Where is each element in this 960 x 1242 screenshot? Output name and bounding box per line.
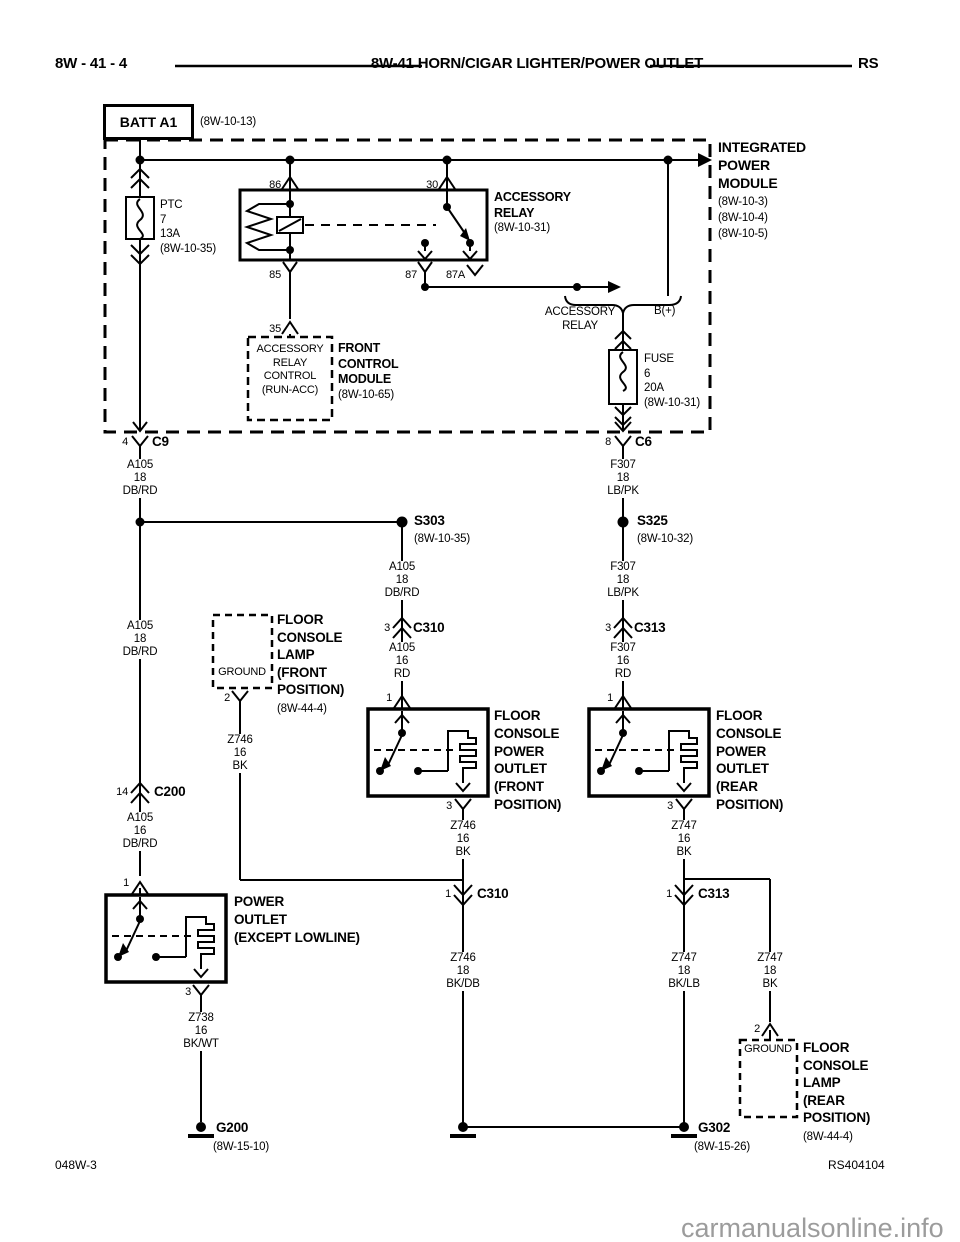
footer-sheet-code: 048W-3 [55, 1158, 97, 1172]
splice-s303-ref: (8W-10-35) [414, 533, 470, 545]
wire-label: F307 18 LB/PK [605, 561, 641, 600]
ipm-refs: (8W-10-3) (8W-10-4) (8W-10-5) [718, 196, 768, 240]
wire-label: F307 16 RD [608, 642, 638, 681]
fcm-label: FRONT CONTROL MODULE [338, 341, 399, 386]
outlet-rear-label: FLOOR CONSOLE POWER OUTLET (REAR POSITIO… [716, 708, 784, 812]
wire-label: Z738 16 BK/WT [181, 1012, 221, 1051]
connector-c313-top-name: C313 [634, 620, 666, 635]
connector-c313-bottom-name: C313 [698, 886, 730, 901]
wire-label: A105 18 DB/RD [120, 620, 160, 659]
battery-feed-box: BATT A1 [103, 104, 194, 140]
relay-pin-85: 85 [269, 269, 281, 281]
outlet-rear-pin-3: 3 [667, 800, 673, 812]
ground-g200-name: G200 [216, 1120, 249, 1135]
wire-label: Z747 18 BK/LB [666, 952, 702, 991]
ground-g200-ref: (8W-15-10) [213, 1141, 269, 1153]
connector-c200-pin: 14 [116, 786, 128, 798]
connector-c310-top-name: C310 [413, 620, 445, 635]
outlet-main-pin-3: 3 [185, 986, 191, 998]
footer-drawing-code: RS404104 [828, 1158, 885, 1172]
lamp-front-label: FLOOR CONSOLE LAMP (FRONT POSITION) [277, 612, 345, 698]
lamp-rear-ground-label: GROUND [744, 1043, 792, 1055]
connector-c313-bottom-pin: 1 [666, 888, 672, 900]
feed-accessory-relay-label: ACCESSORY RELAY [544, 306, 616, 332]
feed-bplus-label: B(+) [654, 305, 676, 317]
lamp-front-pin-2: 2 [224, 692, 230, 704]
wire-label: Z747 18 BK [755, 952, 785, 991]
connector-c310-top-pin: 3 [384, 622, 390, 634]
outlet-front-label: FLOOR CONSOLE POWER OUTLET (FRONT POSITI… [494, 708, 562, 812]
splice-s325-ref: (8W-10-32) [637, 533, 693, 545]
outlet-front-pin-1: 1 [386, 692, 392, 704]
wire-label: A105 16 RD [386, 642, 418, 681]
fuse-label: FUSE 6 20A (8W-10-31) [644, 353, 700, 409]
lamp-front-ref: (8W-44-4) [277, 703, 327, 715]
ipm-title: INTEGRATED POWER MODULE [718, 139, 806, 191]
wire-label: Z747 16 BK [669, 820, 699, 859]
battery-feed-ref: (8W-10-13) [200, 116, 256, 128]
outlet-main-label: POWER OUTLET (EXCEPT LOWLINE) [234, 894, 360, 945]
page-number: 8W - 41 - 4 [55, 55, 127, 72]
connector-c200-name: C200 [154, 784, 186, 799]
relay-pin-86: 86 [269, 179, 281, 191]
relay-pin-87a: 87A [446, 269, 465, 281]
lamp-front-ground-label: GROUND [218, 666, 266, 678]
outlet-main-pin-1: 1 [123, 877, 129, 889]
accessory-relay-ref: (8W-10-31) [494, 222, 550, 234]
ptc-label: PTC 7 13A (8W-10-35) [160, 199, 216, 255]
fcm-ref: (8W-10-65) [338, 389, 394, 401]
platform-code: RS [858, 55, 879, 72]
watermark: carmanualsonline.info [681, 1213, 944, 1242]
connector-c313-top-pin: 3 [605, 622, 611, 634]
lamp-rear-ref: (8W-44-4) [803, 1131, 853, 1143]
connector-c9-pin: 4 [122, 436, 128, 448]
wire-label: F307 18 LB/PK [605, 459, 641, 498]
wire-label: Z746 16 BK [448, 820, 478, 859]
ground-g302-ref: (8W-15-26) [694, 1141, 750, 1153]
outlet-rear-pin-1: 1 [607, 692, 613, 704]
page-title: 8W-41 HORN/CIGAR LIGHTER/POWER OUTLET [370, 55, 704, 72]
accessory-relay-label: ACCESSORY RELAY [494, 190, 571, 220]
wire-label: Z746 18 BK/DB [444, 952, 482, 991]
wire-label: A105 18 DB/RD [382, 561, 422, 600]
connector-c6-name: C6 [635, 434, 652, 449]
lamp-rear-pin-2: 2 [754, 1023, 760, 1035]
ground-g302-name: G302 [698, 1120, 731, 1135]
relay-pin-87: 87 [405, 269, 417, 281]
connector-c310-bottom-pin: 1 [445, 888, 451, 900]
fcm-box-label: ACCESSORY RELAY CONTROL (RUN-ACC) [256, 343, 324, 396]
splice-s325-name: S325 [637, 513, 668, 528]
connector-c6-pin: 8 [605, 436, 611, 448]
connector-c310-bottom-name: C310 [477, 886, 509, 901]
fcm-pin-35: 35 [269, 323, 281, 335]
wire-label: Z746 16 BK [225, 734, 255, 773]
splice-s303-name: S303 [414, 513, 445, 528]
outlet-front-pin-3: 3 [446, 800, 452, 812]
wire-label: A105 16 DB/RD [120, 812, 160, 851]
relay-pin-30: 30 [426, 179, 438, 191]
lamp-rear-label: FLOOR CONSOLE LAMP (REAR POSITION) [803, 1040, 871, 1126]
connector-c9-name: C9 [152, 434, 169, 449]
wire-label: A105 18 DB/RD [120, 459, 160, 498]
